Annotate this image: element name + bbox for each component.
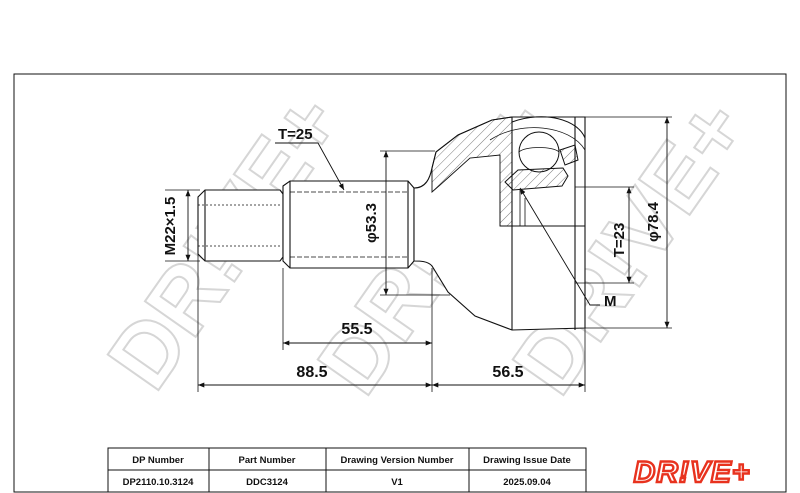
tb-header-dp-number: DP Number <box>132 455 184 466</box>
dim-phi53: φ53.3 <box>363 203 380 243</box>
dim-t25: T=25 <box>278 126 313 143</box>
ball-cage <box>489 116 586 191</box>
ball <box>518 131 560 173</box>
leader-t25 <box>275 142 345 191</box>
dim-m: M <box>604 293 617 310</box>
dim-55: 55.5 <box>341 321 372 338</box>
threaded-stub <box>197 189 284 262</box>
tb-header-version: Drawing Version Number <box>341 455 454 466</box>
dim-56: 56.5 <box>492 364 523 381</box>
tb-value-version: V1 <box>391 477 403 488</box>
dim-phi78: φ78.4 <box>645 201 662 242</box>
dim-thread: M22×1.5 <box>162 197 179 256</box>
dimension-lines <box>185 117 670 388</box>
spline-shaft <box>282 180 415 269</box>
tb-header-issue-date: Drawing Issue Date <box>483 455 571 466</box>
leader-m <box>519 187 600 306</box>
dim-t23: T=23 <box>611 223 628 258</box>
tb-value-issue-date: 2025.09.04 <box>503 477 551 488</box>
tb-value-part-number: DDC3124 <box>246 477 288 488</box>
dim-88: 88.5 <box>296 364 327 381</box>
tb-value-dp-number: DP2110.10.3124 <box>123 477 195 488</box>
extension-lines <box>165 116 672 392</box>
brand-logo: DR!VE+ <box>634 456 751 489</box>
tb-header-part-number: Part Number <box>238 455 295 466</box>
title-block <box>107 447 587 493</box>
